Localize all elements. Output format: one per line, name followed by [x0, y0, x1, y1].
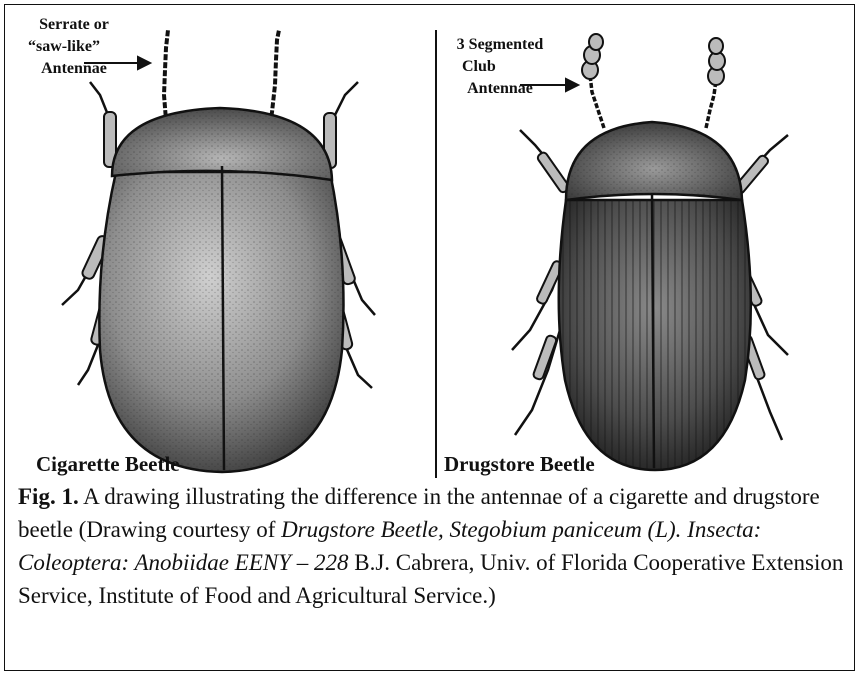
beetle-illustration	[0, 0, 861, 480]
serrate-antennae-annotation: Serrate or “saw-like” Antennae	[28, 14, 120, 80]
cigarette-beetle-label: Cigarette Beetle	[36, 452, 180, 477]
drugstore-beetle-label: Drugstore Beetle	[444, 452, 595, 477]
cigarette-beetle-drawing	[62, 30, 375, 472]
club-antennae-annotation: 3 Segmented Club Antennae	[440, 34, 560, 100]
annotation-line: 3 Segmented	[440, 34, 560, 56]
annotation-line: Antennae	[28, 58, 120, 80]
annotation-line: Antennae	[440, 78, 560, 100]
figure-number: Fig. 1.	[18, 484, 79, 509]
annotation-line: Club	[440, 56, 560, 78]
beetle-divider-line	[435, 30, 437, 478]
figure-caption: Fig. 1. A drawing illustrating the diffe…	[18, 480, 848, 612]
annotation-line: “saw-like”	[28, 36, 120, 58]
annotation-line: Serrate or	[28, 14, 120, 36]
right-beetle-antenna-right	[706, 80, 716, 128]
right-beetle-antenna-left	[590, 75, 604, 128]
